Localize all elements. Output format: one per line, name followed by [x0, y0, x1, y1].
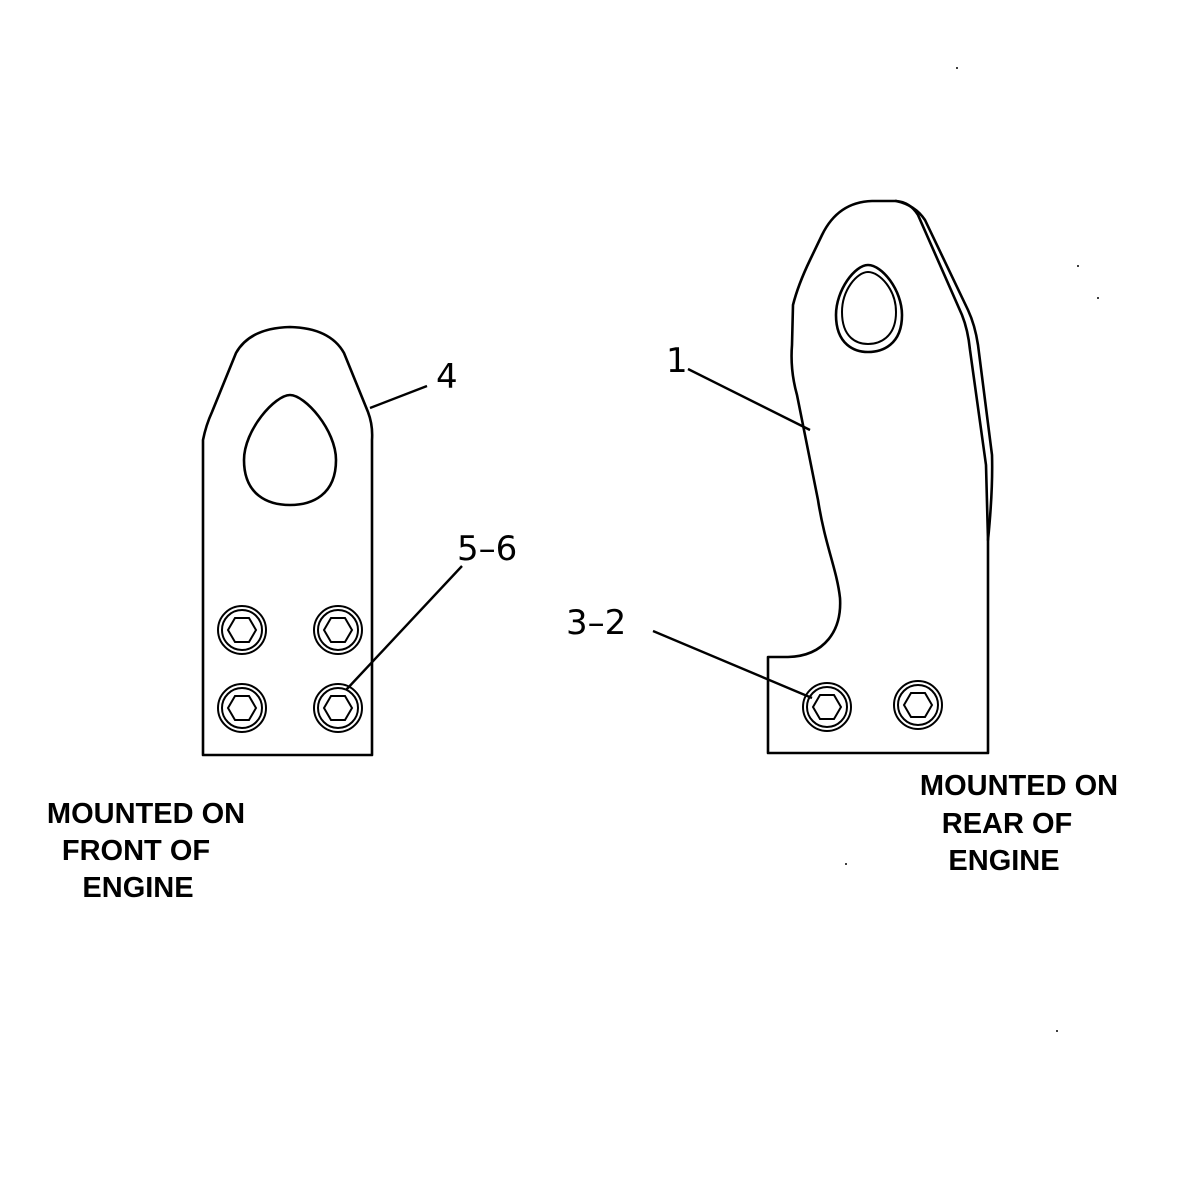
hex-bolt-icon [802, 682, 852, 732]
callout-rear-bolts: 3–2 [566, 603, 626, 643]
rear-bolts [802, 680, 943, 732]
scan-speck [1056, 1030, 1058, 1032]
scan-speck [845, 863, 847, 865]
scan-speck [956, 67, 958, 69]
callout-front-bracket: 4 [436, 357, 458, 397]
caption-front-line-3: ENGINE [82, 872, 193, 904]
front-lifting-bracket [201, 325, 374, 757]
caption-front-line-2: FRONT OF [62, 835, 210, 867]
caption-rear-line-3: ENGINE [948, 845, 1059, 877]
scan-speck [1097, 297, 1099, 299]
leader-line-rear-bracket [687, 367, 811, 432]
rear-bracket-edge-thickness [894, 199, 994, 542]
leader-line-front-bracket [369, 384, 428, 410]
caption-rear-line-1: MOUNTED ON [920, 770, 1118, 802]
hex-bolt-icon [313, 605, 363, 655]
leader-line-rear-bolts [652, 629, 813, 700]
leader-line-front-bolts [345, 565, 463, 691]
rear-bracket-outline [766, 199, 990, 755]
front-bracket-lifting-eye [242, 393, 338, 507]
hex-bolt-icon [217, 605, 267, 655]
caption-rear-line-2: REAR OF [942, 808, 1073, 840]
caption-front: MOUNTED ON FRONT OF ENGINE [47, 798, 245, 904]
hex-bolt-icon [893, 680, 943, 730]
caption-front-line-1: MOUNTED ON [47, 798, 245, 830]
rear-bracket-lifting-eye [834, 263, 904, 354]
front-bracket-outline [201, 325, 374, 757]
hex-bolt-icon [313, 683, 363, 733]
caption-rear: MOUNTED ON REAR OF ENGINE [920, 770, 1118, 877]
scan-speck [1077, 265, 1079, 267]
hex-bolt-icon [217, 683, 267, 733]
callout-rear-bracket: 1 [666, 341, 688, 381]
front-bolts [217, 605, 363, 733]
callout-front-bolts: 5–6 [457, 529, 517, 569]
rear-bracket-lifting-eye-inner [840, 270, 898, 346]
rear-lifting-bracket [766, 199, 994, 755]
